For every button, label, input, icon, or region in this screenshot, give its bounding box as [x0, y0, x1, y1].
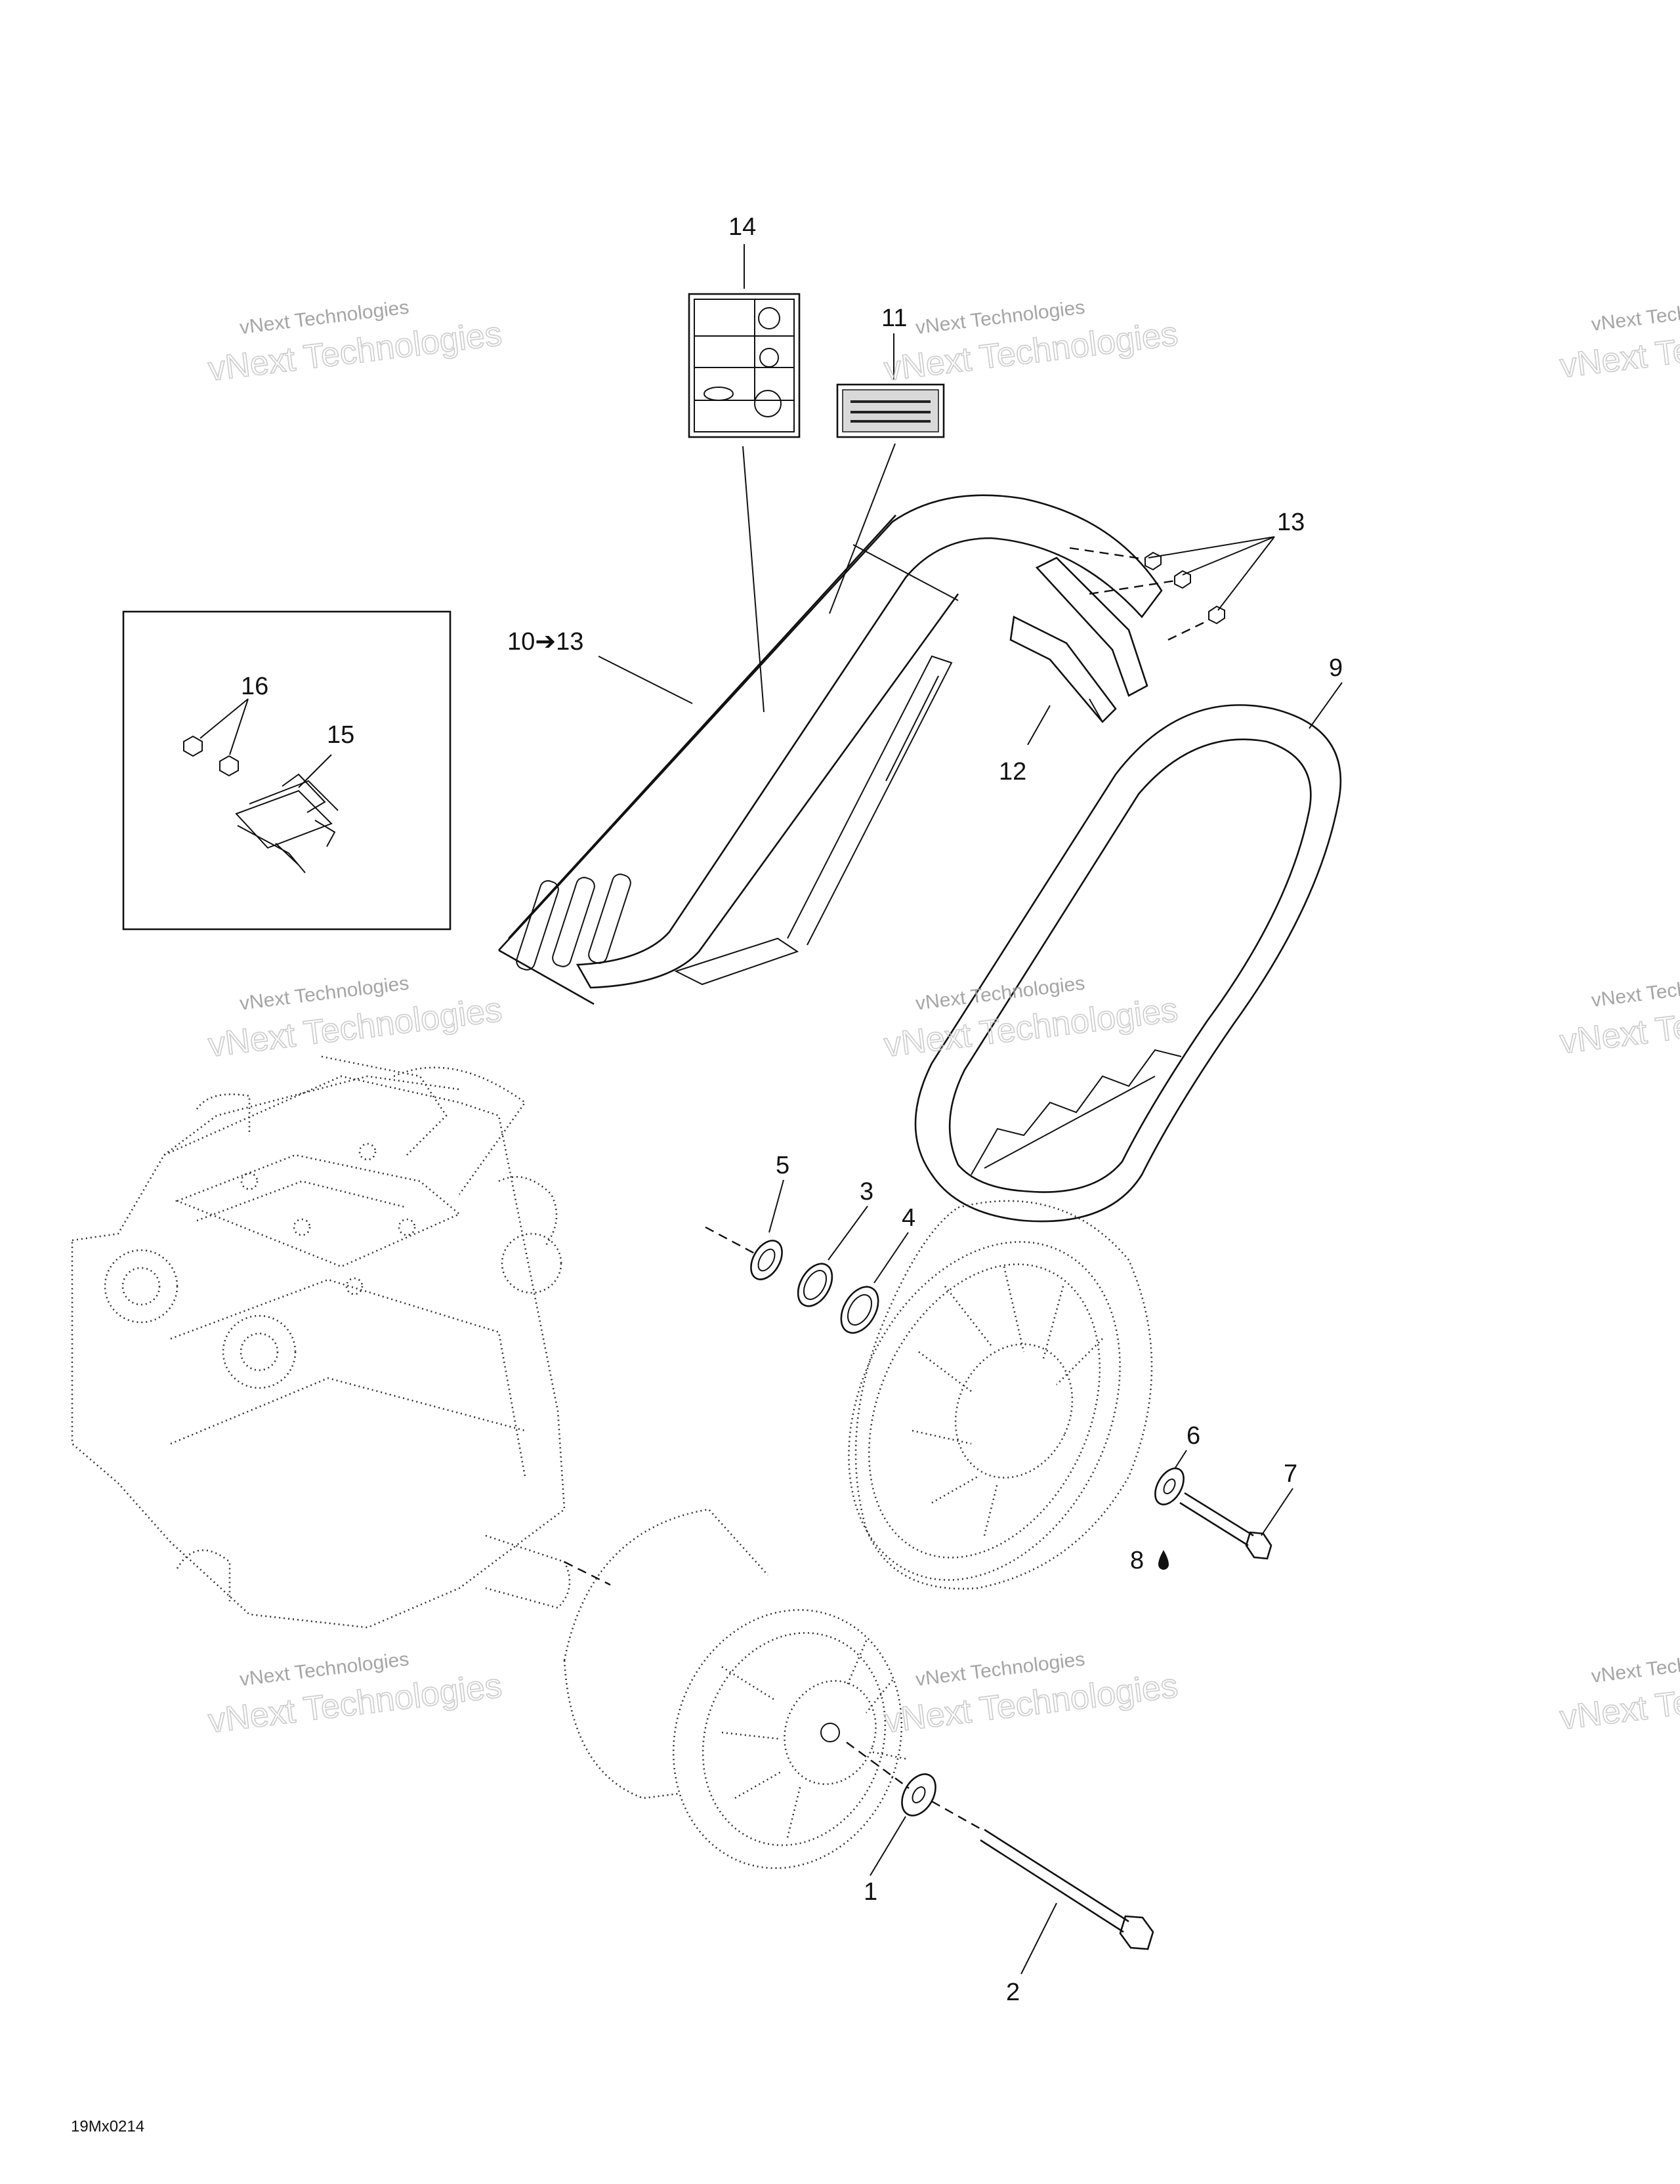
callout-10-13: 10➔13	[507, 628, 583, 656]
warning-decal-part11[interactable]	[836, 383, 945, 438]
washer-part6[interactable]	[1149, 1463, 1189, 1509]
callout-2: 2	[1006, 1979, 1020, 2006]
leader-lines	[598, 244, 1343, 1975]
watermarks: vNext Technologies vNext Technologies vN…	[205, 293, 1680, 1741]
callout-16: 16	[241, 673, 268, 700]
callout-6: 6	[1186, 1422, 1200, 1450]
callout-4: 4	[902, 1204, 915, 1232]
callout-5: 5	[776, 1152, 789, 1179]
washer-part5[interactable]	[745, 1235, 789, 1284]
watermark-text: vNext Technologies	[1590, 1645, 1680, 1687]
drive-belt-part9[interactable]	[914, 704, 1342, 1223]
watermark-text: vNext Technologies	[1590, 969, 1680, 1011]
callout-14: 14	[728, 213, 756, 241]
screws-part13[interactable]	[1069, 547, 1225, 641]
engine	[71, 1055, 611, 1629]
inset-box	[122, 610, 452, 931]
callout-1: 1	[864, 1878, 877, 1906]
callout-9: 9	[1329, 654, 1343, 682]
watermark-text: vNext Technologies	[1590, 293, 1680, 335]
nut-part16[interactable]	[183, 735, 239, 777]
callout-7: 7	[1284, 1460, 1297, 1488]
drive-pulley[interactable]	[563, 1508, 937, 1900]
support-bracket-part12[interactable]	[1009, 556, 1148, 723]
spacer-part3[interactable]	[791, 1258, 839, 1312]
callout-13: 13	[1277, 509, 1305, 536]
spacer-part4[interactable]	[833, 1280, 886, 1339]
retainer-clip-part15[interactable]	[235, 773, 339, 873]
washer-part1[interactable]	[895, 1769, 942, 1822]
belt-guard-part10[interactable]	[498, 494, 1163, 1005]
callout-12: 12	[999, 758, 1026, 786]
callout-15: 15	[327, 721, 354, 749]
callout-8: 8	[1130, 1547, 1144, 1574]
bolt-part7[interactable]	[1179, 1492, 1272, 1560]
callout-labels: 14 11 13 10➔13 16 15 9 12 5 3 4 6 7 8 1 …	[241, 213, 1343, 2006]
driven-pulley[interactable]	[797, 1198, 1173, 1624]
loctite-drop-part8	[1158, 1550, 1169, 1570]
safety-decal-part14[interactable]	[688, 293, 801, 438]
figure-code: 19Mx0214	[71, 2118, 144, 2135]
bolt-part2[interactable]	[980, 1828, 1154, 1950]
callout-3: 3	[860, 1178, 873, 1206]
callout-11: 11	[881, 304, 907, 332]
